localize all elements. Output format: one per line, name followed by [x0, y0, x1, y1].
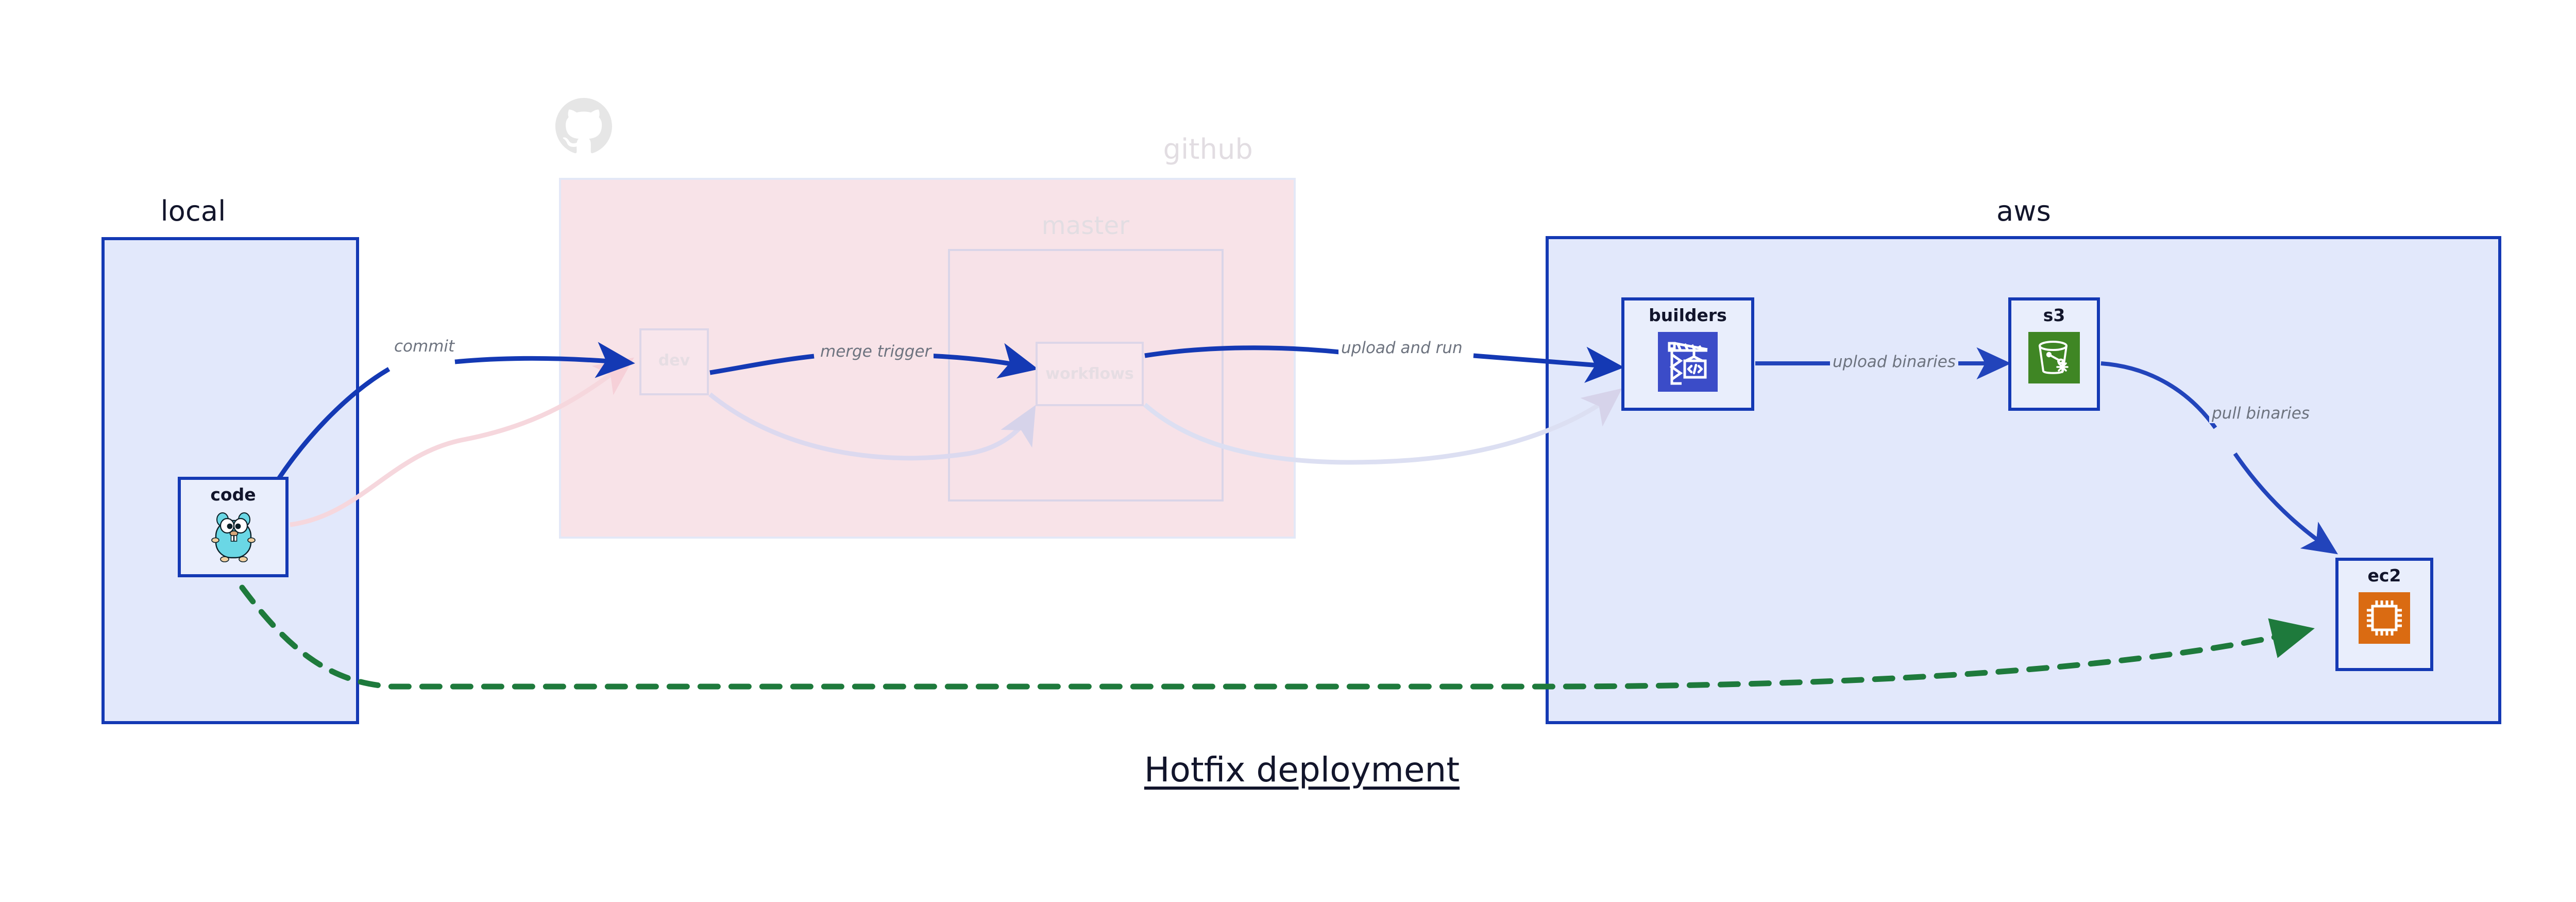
go-gopher-icon: [211, 511, 256, 565]
group-title-master: master: [1041, 211, 1130, 240]
node-code-label: code: [210, 485, 256, 505]
edge-label-merge-trigger: merge trigger: [818, 342, 934, 361]
node-workflows[interactable]: workflows: [1036, 342, 1144, 406]
group-title-local: local: [160, 195, 226, 227]
node-code[interactable]: code: [178, 477, 289, 577]
s3-bucket-icon: [2028, 332, 2080, 386]
cpu-chip-icon: [2359, 592, 2410, 646]
node-s3[interactable]: s3: [2008, 297, 2100, 411]
crane-code-icon: [1658, 332, 1718, 394]
edge-label-pull-binaries: pull binaries: [2209, 404, 2312, 423]
edge-label-commit: commit: [392, 337, 457, 356]
node-builders[interactable]: builders: [1621, 297, 1754, 411]
node-workflows-label: workflows: [1045, 365, 1134, 383]
node-ec2[interactable]: ec2: [2335, 558, 2433, 671]
github-octocat-icon: [555, 98, 612, 157]
node-dev[interactable]: dev: [639, 328, 709, 395]
group-title-aws: aws: [1996, 195, 2051, 227]
diagram-caption: Hotfix deployment: [1144, 750, 1460, 790]
node-builders-label: builders: [1649, 305, 1727, 325]
edge-label-upload-and-run: upload and run: [1338, 339, 1465, 358]
node-ec2-label: ec2: [2367, 565, 2401, 586]
node-dev-label: dev: [658, 352, 690, 370]
node-s3-label: s3: [2043, 305, 2065, 325]
edge-label-upload-binaries: upload binaries: [1830, 353, 1958, 372]
group-title-github: github: [1163, 133, 1253, 165]
